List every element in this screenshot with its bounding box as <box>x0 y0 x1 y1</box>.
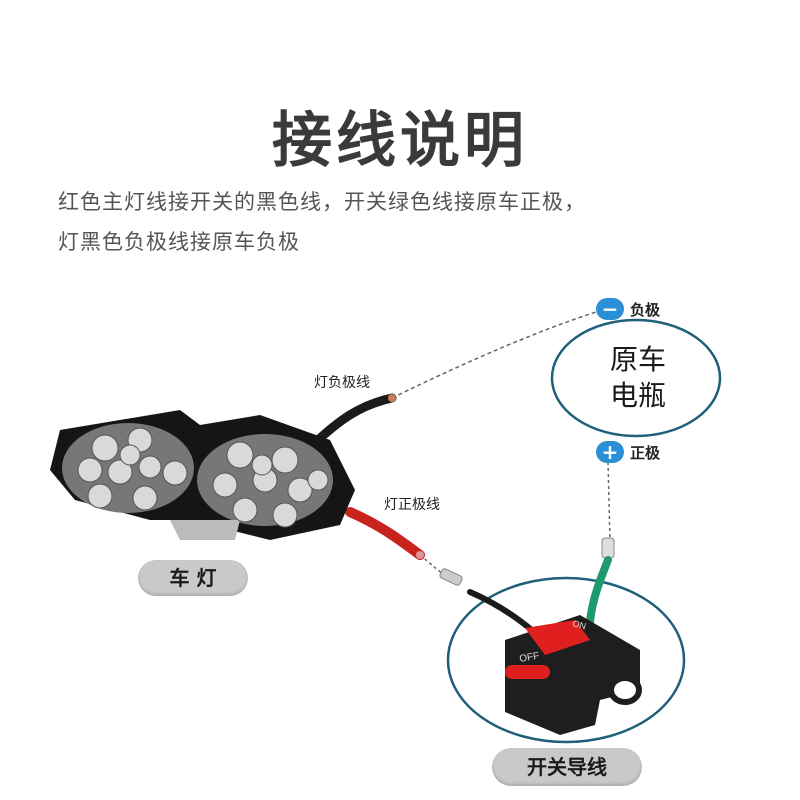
svg-text:ON: ON <box>571 618 587 631</box>
svg-text:OFF: OFF <box>519 651 541 665</box>
positive-pole: + 正极 <box>596 441 660 463</box>
negative-dashed-link <box>391 311 597 399</box>
negative-pole: − 负极 <box>596 298 660 320</box>
switch-wire-label: 开关导线 <box>492 748 642 786</box>
lamp-negative-wire-label: 灯负极线 <box>314 375 370 391</box>
battery-circle <box>550 318 722 438</box>
page-title: 接线说明 <box>272 106 528 176</box>
headlight-label: 车 灯 <box>138 560 248 596</box>
plus-icon: + <box>596 441 624 463</box>
switch-body: ON OFF <box>505 615 642 735</box>
red-positive-wire <box>345 507 425 560</box>
green-wire <box>586 556 612 626</box>
negative-pole-label: 负极 <box>630 300 661 319</box>
positive-pole-label: 正极 <box>630 443 661 462</box>
description-line-2: 灯黑色负极线接原车负极 <box>58 230 300 254</box>
minus-icon: − <box>596 298 624 320</box>
positive-dashed-link <box>607 461 611 541</box>
switch-circle <box>446 576 686 744</box>
wiring-description: 红色主灯线接开关的黑色线，开关绿色线接原车正极， 灯黑色负极线接原车负极 <box>58 182 768 262</box>
description-line-1: 红色主灯线接开关的黑色线，开关绿色线接原车正极， <box>58 190 586 214</box>
battery-label: 原车 电瓶 <box>609 343 666 412</box>
black-switch-wire <box>467 589 537 635</box>
black-negative-wire <box>313 393 397 445</box>
lamp-positive-wire-label: 灯正极线 <box>384 497 440 513</box>
